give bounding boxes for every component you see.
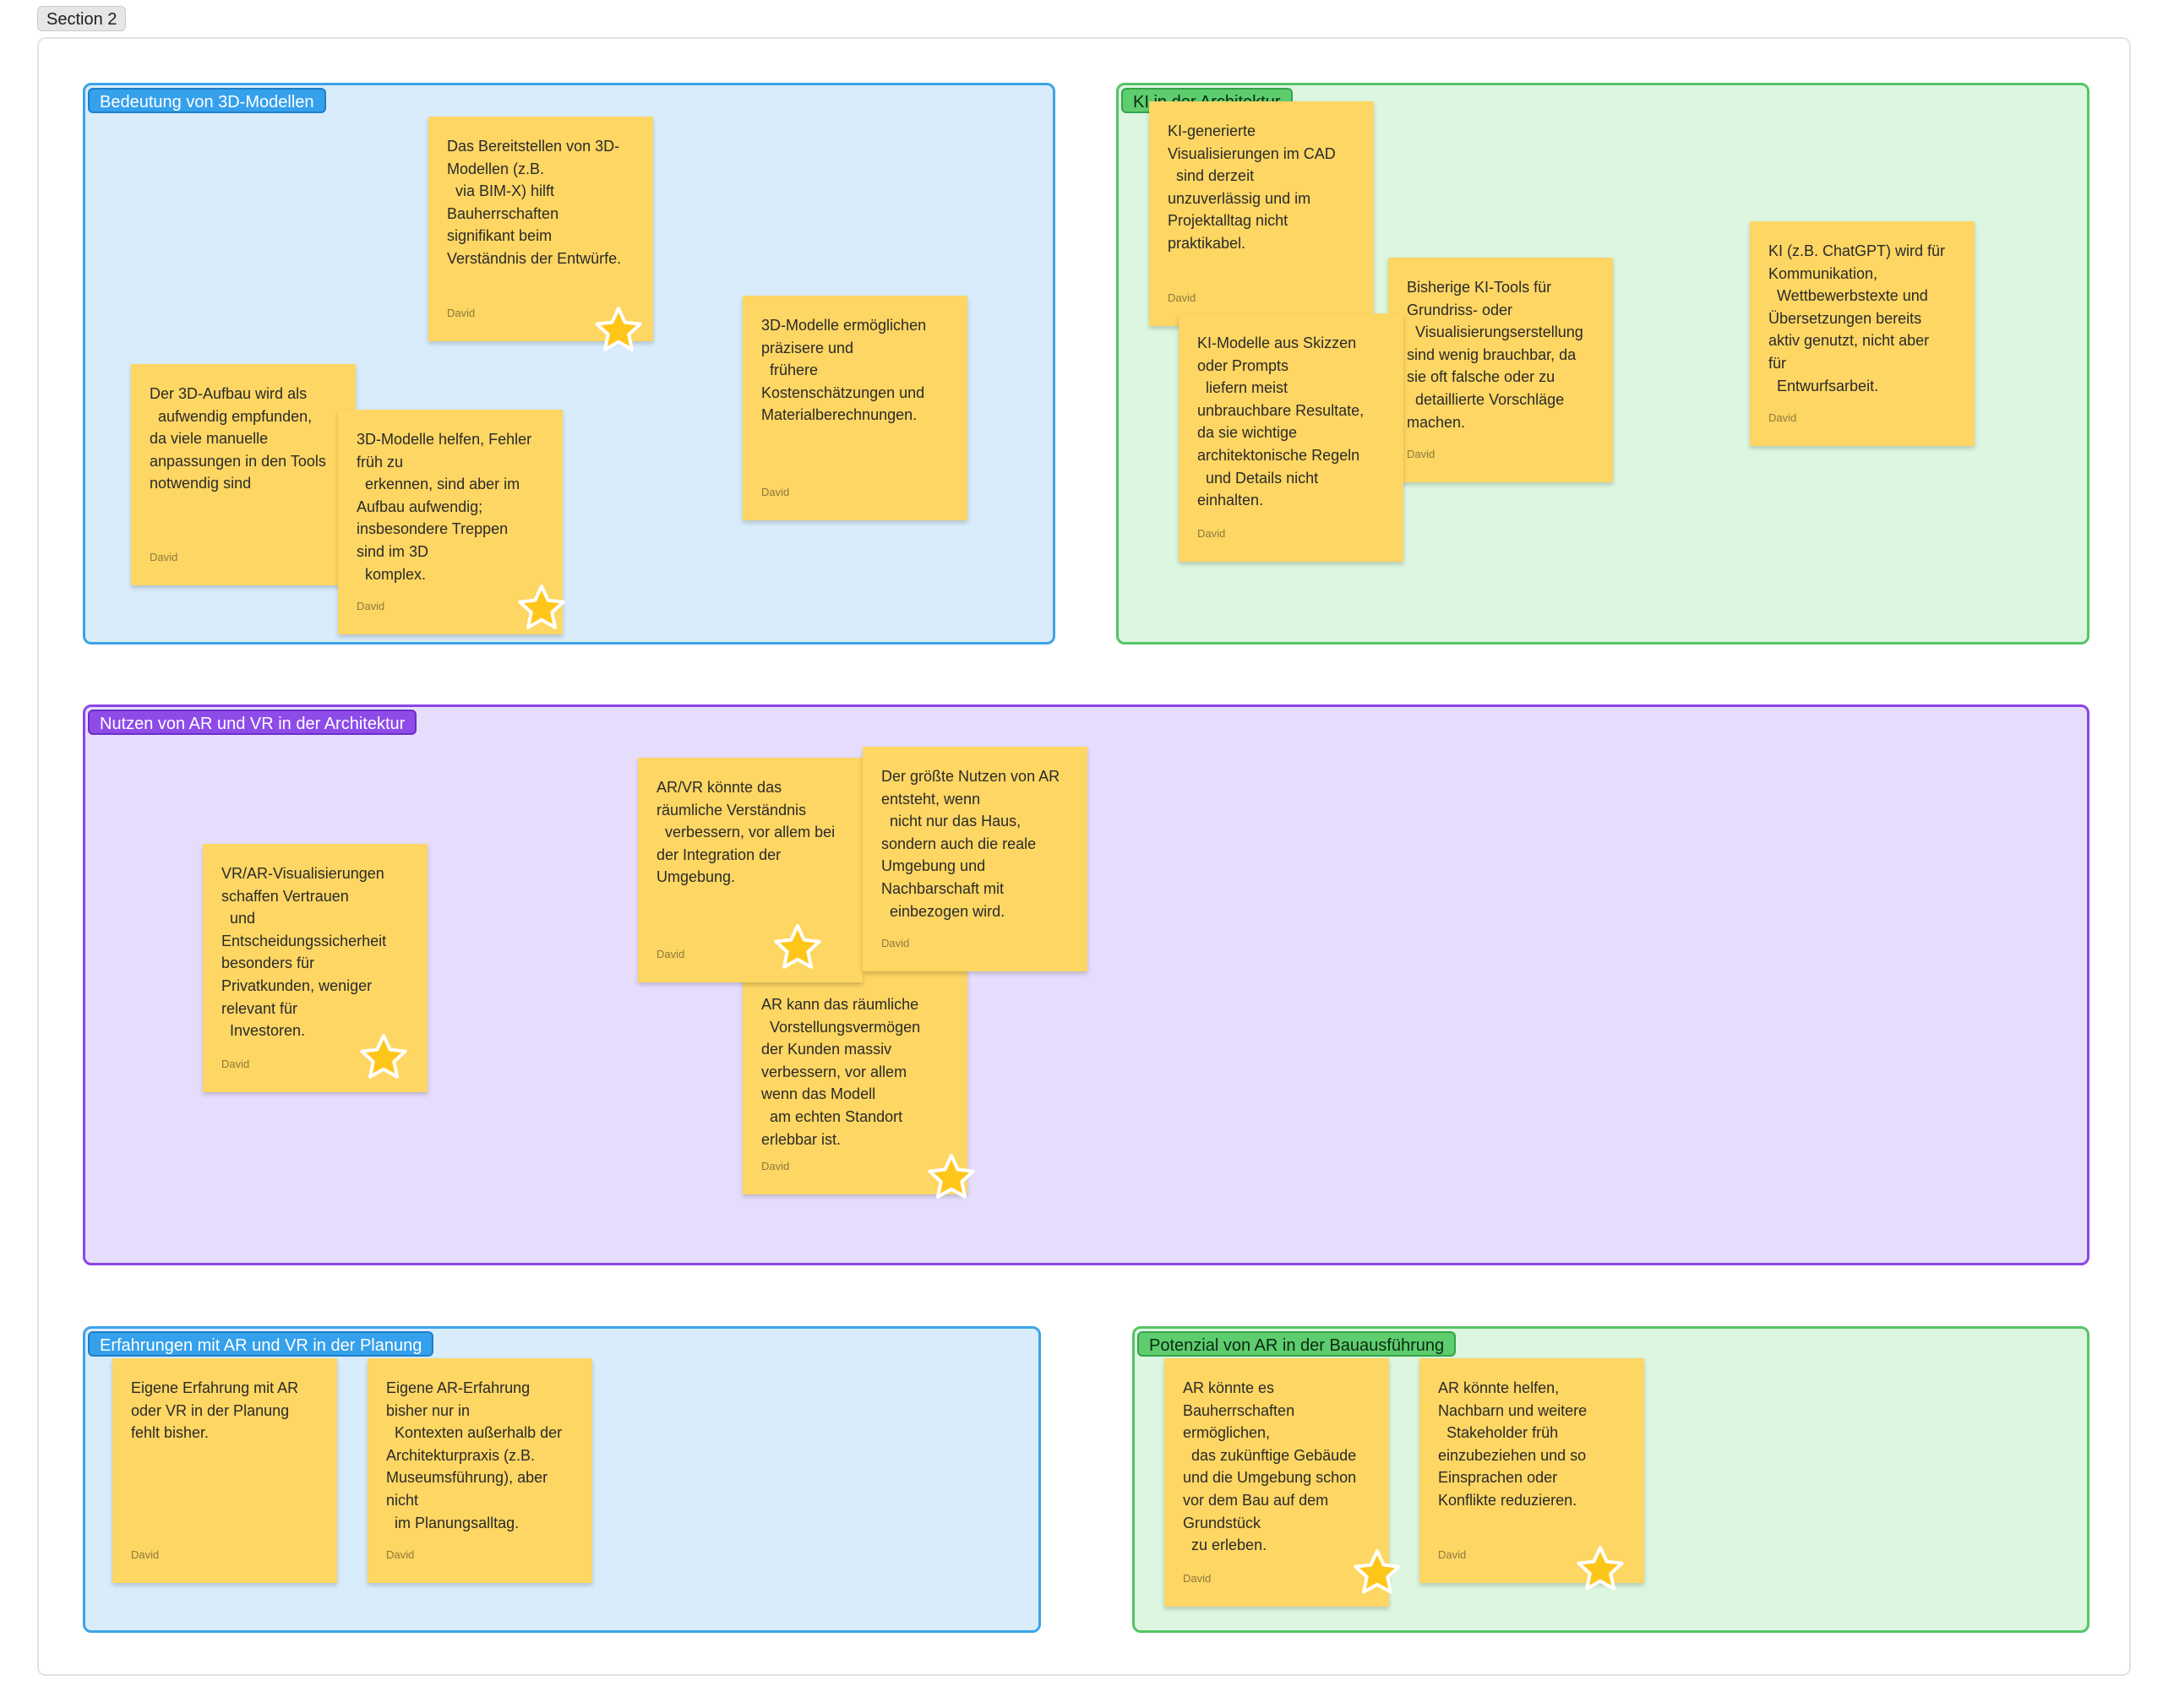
note-text: Das Bereitstellen von 3D- Modellen (z.B.… [447, 138, 622, 267]
note-text: Der 3D-Aufbau wird als aufwendig empfund… [150, 385, 326, 492]
group-label[interactable]: Potenzial von AR in der Bauausführung [1137, 1331, 1457, 1357]
sticky-note[interactable]: KI-generierte Visualisierungen im CAD si… [1149, 101, 1374, 326]
note-text: Bisherige KI-Tools für Grundriss- oder V… [1407, 279, 1583, 431]
note-author: David [447, 307, 476, 319]
sticky-note[interactable]: KI (z.B. ChatGPT) wird für Kommunikation… [1750, 221, 1975, 446]
note-author: David [1197, 527, 1226, 540]
note-text: KI-Modelle aus Skizzen oder Prompts lief… [1197, 335, 1365, 509]
note-text: AR/VR könnte das räumliche Verständnis v… [657, 779, 836, 886]
star-icon[interactable] [1575, 1544, 1626, 1595]
group-label[interactable]: Bedeutung von 3D-Modellen [88, 88, 326, 113]
sticky-note[interactable]: KI-Modelle aus Skizzen oder Prompts lief… [1179, 313, 1403, 562]
star-icon[interactable] [1352, 1548, 1403, 1598]
note-text: Eigene AR-Erfahrung bisher nur in Kontex… [386, 1379, 563, 1531]
note-author: David [1168, 291, 1196, 304]
note-author: David [357, 600, 385, 612]
star-icon[interactable] [516, 583, 567, 634]
sticky-note[interactable]: Bisherige KI-Tools für Grundriss- oder V… [1388, 258, 1613, 482]
group-label[interactable]: Erfahrungen mit AR und VR in der Planung [88, 1331, 434, 1357]
star-icon[interactable] [593, 305, 644, 356]
note-text: AR könnte es Bauherrschaften ermöglichen… [1183, 1379, 1357, 1554]
sticky-note[interactable]: 3D-Modelle helfen, Fehler früh zu erkenn… [338, 410, 563, 634]
sticky-note[interactable]: AR/VR könnte das räumliche Verständnis v… [638, 758, 863, 982]
sticky-note[interactable]: AR könnte es Bauherrschaften ermöglichen… [1164, 1358, 1389, 1607]
note-author: David [131, 1548, 160, 1561]
sticky-note[interactable]: Eigene Erfahrung mit AR oder VR in der P… [112, 1358, 337, 1583]
note-text: 3D-Modelle helfen, Fehler früh zu erkenn… [357, 431, 532, 583]
note-author: David [1438, 1548, 1467, 1561]
note-text: Der größte Nutzen von AR entsteht, wenn … [881, 768, 1060, 920]
note-author: David [386, 1548, 415, 1561]
note-author: David [1407, 448, 1436, 460]
note-text: KI (z.B. ChatGPT) wird für Kommunikation… [1768, 242, 1946, 394]
sticky-note[interactable]: AR kann das räumliche Vorstellungsvermög… [743, 968, 967, 1194]
note-text: AR kann das räumliche Vorstellungsvermög… [761, 996, 921, 1148]
note-text: 3D-Modelle ermöglichen präzisere und frü… [761, 317, 927, 424]
section-label[interactable]: Section 2 [37, 6, 127, 31]
note-author: David [1183, 1572, 1212, 1585]
note-text: Eigene Erfahrung mit AR oder VR in der P… [131, 1379, 299, 1442]
note-text: AR könnte helfen, Nachbarn und weitere S… [1438, 1379, 1588, 1509]
sticky-note[interactable]: Der 3D-Aufbau wird als aufwendig empfund… [131, 364, 356, 585]
note-text: KI-generierte Visualisierungen im CAD si… [1168, 122, 1336, 252]
note-author: David [1768, 411, 1797, 424]
sticky-note[interactable]: Das Bereitstellen von 3D- Modellen (z.B.… [428, 117, 653, 341]
note-author: David [761, 1160, 790, 1172]
group-label[interactable]: Nutzen von AR und VR in der Architektur [88, 710, 417, 735]
sticky-note[interactable]: 3D-Modelle ermöglichen präzisere und frü… [743, 296, 967, 520]
note-author: David [881, 937, 910, 949]
star-icon[interactable] [926, 1152, 977, 1203]
sticky-note[interactable]: Eigene AR-Erfahrung bisher nur in Kontex… [368, 1358, 592, 1583]
sticky-note[interactable]: AR könnte helfen, Nachbarn und weitere S… [1419, 1358, 1644, 1583]
note-author: David [221, 1058, 250, 1070]
note-author: David [150, 551, 178, 563]
note-text: VR/AR-Visualisierungen schaffen Vertraue… [221, 865, 387, 1040]
note-author: David [761, 486, 790, 498]
star-icon[interactable] [358, 1032, 409, 1083]
sticky-note[interactable]: Der größte Nutzen von AR entsteht, wenn … [863, 747, 1087, 971]
note-author: David [657, 948, 685, 960]
star-icon[interactable] [772, 922, 823, 973]
